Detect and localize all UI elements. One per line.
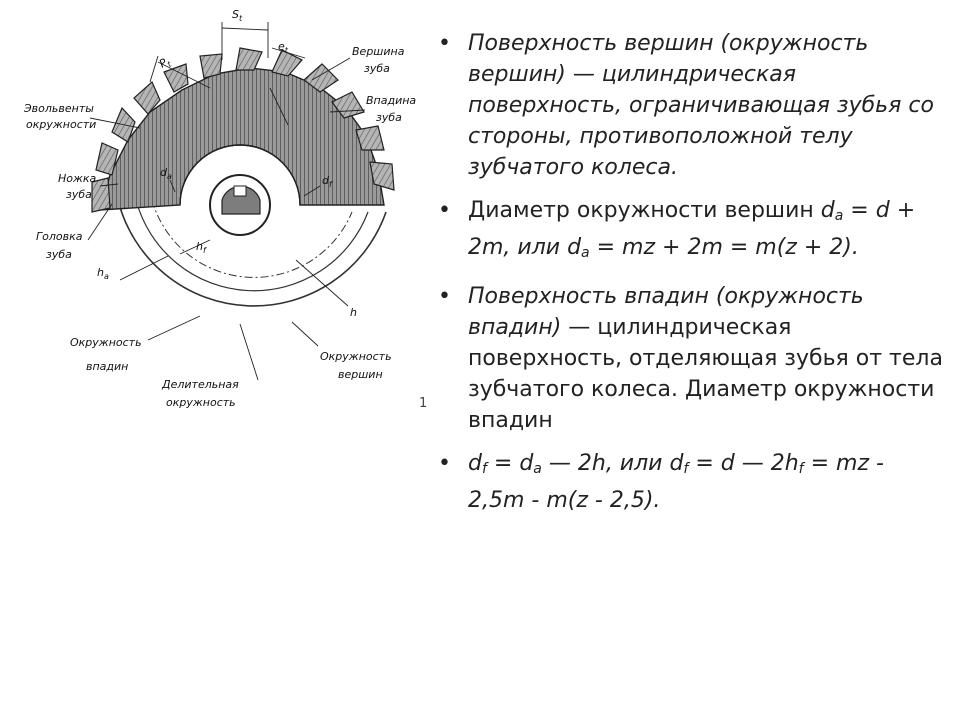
bullet-text: Поверхность вершин (окружность вершин) —… [468, 31, 934, 180]
label-d-a: da [160, 166, 172, 181]
label-h: h [350, 306, 357, 319]
label-vershina-2: зуба [364, 62, 390, 75]
label-delit-1: Делительная [161, 378, 239, 391]
bullet-dot: • [438, 198, 451, 223]
bullet-item-1: • Поверхность вершин (окружность вершин)… [430, 28, 945, 183]
label-d-f: df [322, 174, 333, 189]
label-nozhka-2: зуба [66, 188, 92, 201]
gear-diagram: St Pt et Вершина зуба Впадина зуба Эволь… [23, 8, 416, 409]
subscript-f: f [481, 461, 487, 477]
label-okr-vershin-1: Окружность [320, 350, 392, 363]
bullet-text: — цилиндрическая поверхность, отделяющая… [468, 315, 943, 433]
bullet-item-2: • Диаметр окружности вершин da = d + 2m,… [430, 195, 945, 269]
bullet-item-4: • df = da — 2h, или df = d — 2hf = mz - … [430, 448, 945, 516]
bullet-dot: • [438, 31, 451, 56]
formula-part: = mz + 2m = m(z + 2). [589, 235, 859, 260]
formula-part: d [468, 451, 482, 476]
gear-body [91, 47, 395, 236]
bullet-item-3: • Поверхность впадин (окружность впадин)… [430, 281, 945, 436]
bullet-list: • Поверхность вершин (окружность вершин)… [430, 28, 945, 516]
label-s-t: St [232, 8, 243, 23]
label-delit-2: окружность [166, 396, 236, 409]
label-h-a: ha [97, 266, 109, 281]
diagram-labels: St Pt et Вершина зуба Впадина зуба Эволь… [23, 8, 416, 409]
bullet-text: Диаметр окружности вершин [468, 198, 821, 223]
formula-part: = d + 2m, или d [468, 198, 916, 260]
label-evolventy-2: окружности [26, 118, 96, 131]
bullet-dot: • [438, 451, 451, 476]
bullet-text-italic: Поверхность впадин (окружность впадин) [468, 284, 864, 340]
label-okr-vershin-2: вершин [338, 368, 383, 381]
text-area: • Поверхность вершин (окружность вершин)… [430, 28, 945, 528]
label-vpadina-1: Впадина [366, 94, 416, 107]
label-h-f: hf [196, 240, 207, 255]
label-golovka-2: зуба [46, 248, 72, 261]
label-vershina-1: Вершина [352, 45, 405, 58]
label-evolventy-1: Эвольвенты [23, 102, 94, 115]
leader-lines [87, 22, 366, 381]
formula-part: — 2h, или d [541, 451, 684, 476]
subscript-a: a [533, 461, 542, 477]
bullet-dot: • [438, 284, 451, 309]
label-vpadina-2: зуба [376, 111, 402, 124]
label-e-t: et [278, 40, 289, 55]
label-nozhka-1: Ножка [58, 172, 97, 185]
subscript-a: a [834, 208, 844, 224]
stray-mark: 1 [419, 396, 428, 411]
label-golovka-1: Головка [36, 230, 83, 243]
subscript-a: a [581, 245, 590, 261]
subscript-f: f [683, 461, 689, 477]
label-okr-vpadin-2: впадин [86, 360, 128, 373]
label-okr-vpadin-1: Окружность [70, 336, 142, 349]
circle-arcs [117, 199, 387, 307]
formula-part: = d [486, 451, 534, 476]
formula-part: = mz - 2,5m - m(z - 2,5). [468, 451, 884, 513]
formula-part: = d — 2h [688, 451, 799, 476]
var-d: d [820, 198, 835, 223]
subscript-f: f [798, 461, 804, 477]
